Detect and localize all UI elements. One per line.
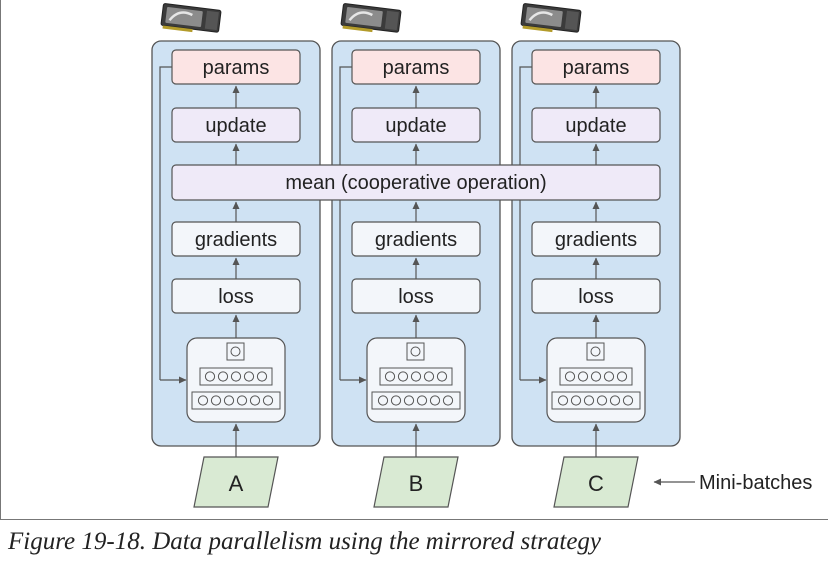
gpu-icon	[340, 3, 402, 33]
minibatch-label: A	[229, 471, 244, 496]
update-label: update	[205, 115, 266, 137]
minibatches-label: Mini-batches	[699, 472, 812, 494]
mean-box	[171, 164, 661, 201]
model-network-icon	[366, 337, 466, 423]
params-label: params	[563, 57, 630, 79]
update-label: update	[385, 115, 446, 137]
params-label: params	[203, 57, 270, 79]
minibatches-annotation: Mini-batches	[653, 472, 812, 494]
minibatch-label: B	[409, 471, 424, 496]
params-feedback-line	[339, 66, 352, 380]
minibatch-shape	[553, 456, 639, 508]
gradients-label: gradients	[555, 229, 637, 251]
loss-label: loss	[218, 286, 254, 308]
minibatch-label: C	[588, 471, 604, 496]
mean-operation: mean (cooperative operation)	[171, 164, 661, 201]
gradients-label: gradients	[195, 229, 277, 251]
minibatch-shape	[373, 456, 459, 508]
loss-label: loss	[398, 286, 434, 308]
loss-label: loss	[578, 286, 614, 308]
gpu-icon	[520, 3, 582, 33]
figure-caption: Figure 19-18. Data parallelism using the…	[8, 528, 602, 555]
gradients-label: gradients	[375, 229, 457, 251]
minibatch-shape	[193, 456, 279, 508]
params-feedback-line	[519, 66, 532, 380]
model-network-icon	[546, 337, 646, 423]
mean-label: mean (cooperative operation)	[285, 172, 546, 194]
params-feedback-line	[159, 66, 172, 380]
gpu-icon	[160, 3, 222, 33]
update-label: update	[565, 115, 626, 137]
model-network-icon	[186, 337, 286, 423]
params-label: params	[383, 57, 450, 79]
